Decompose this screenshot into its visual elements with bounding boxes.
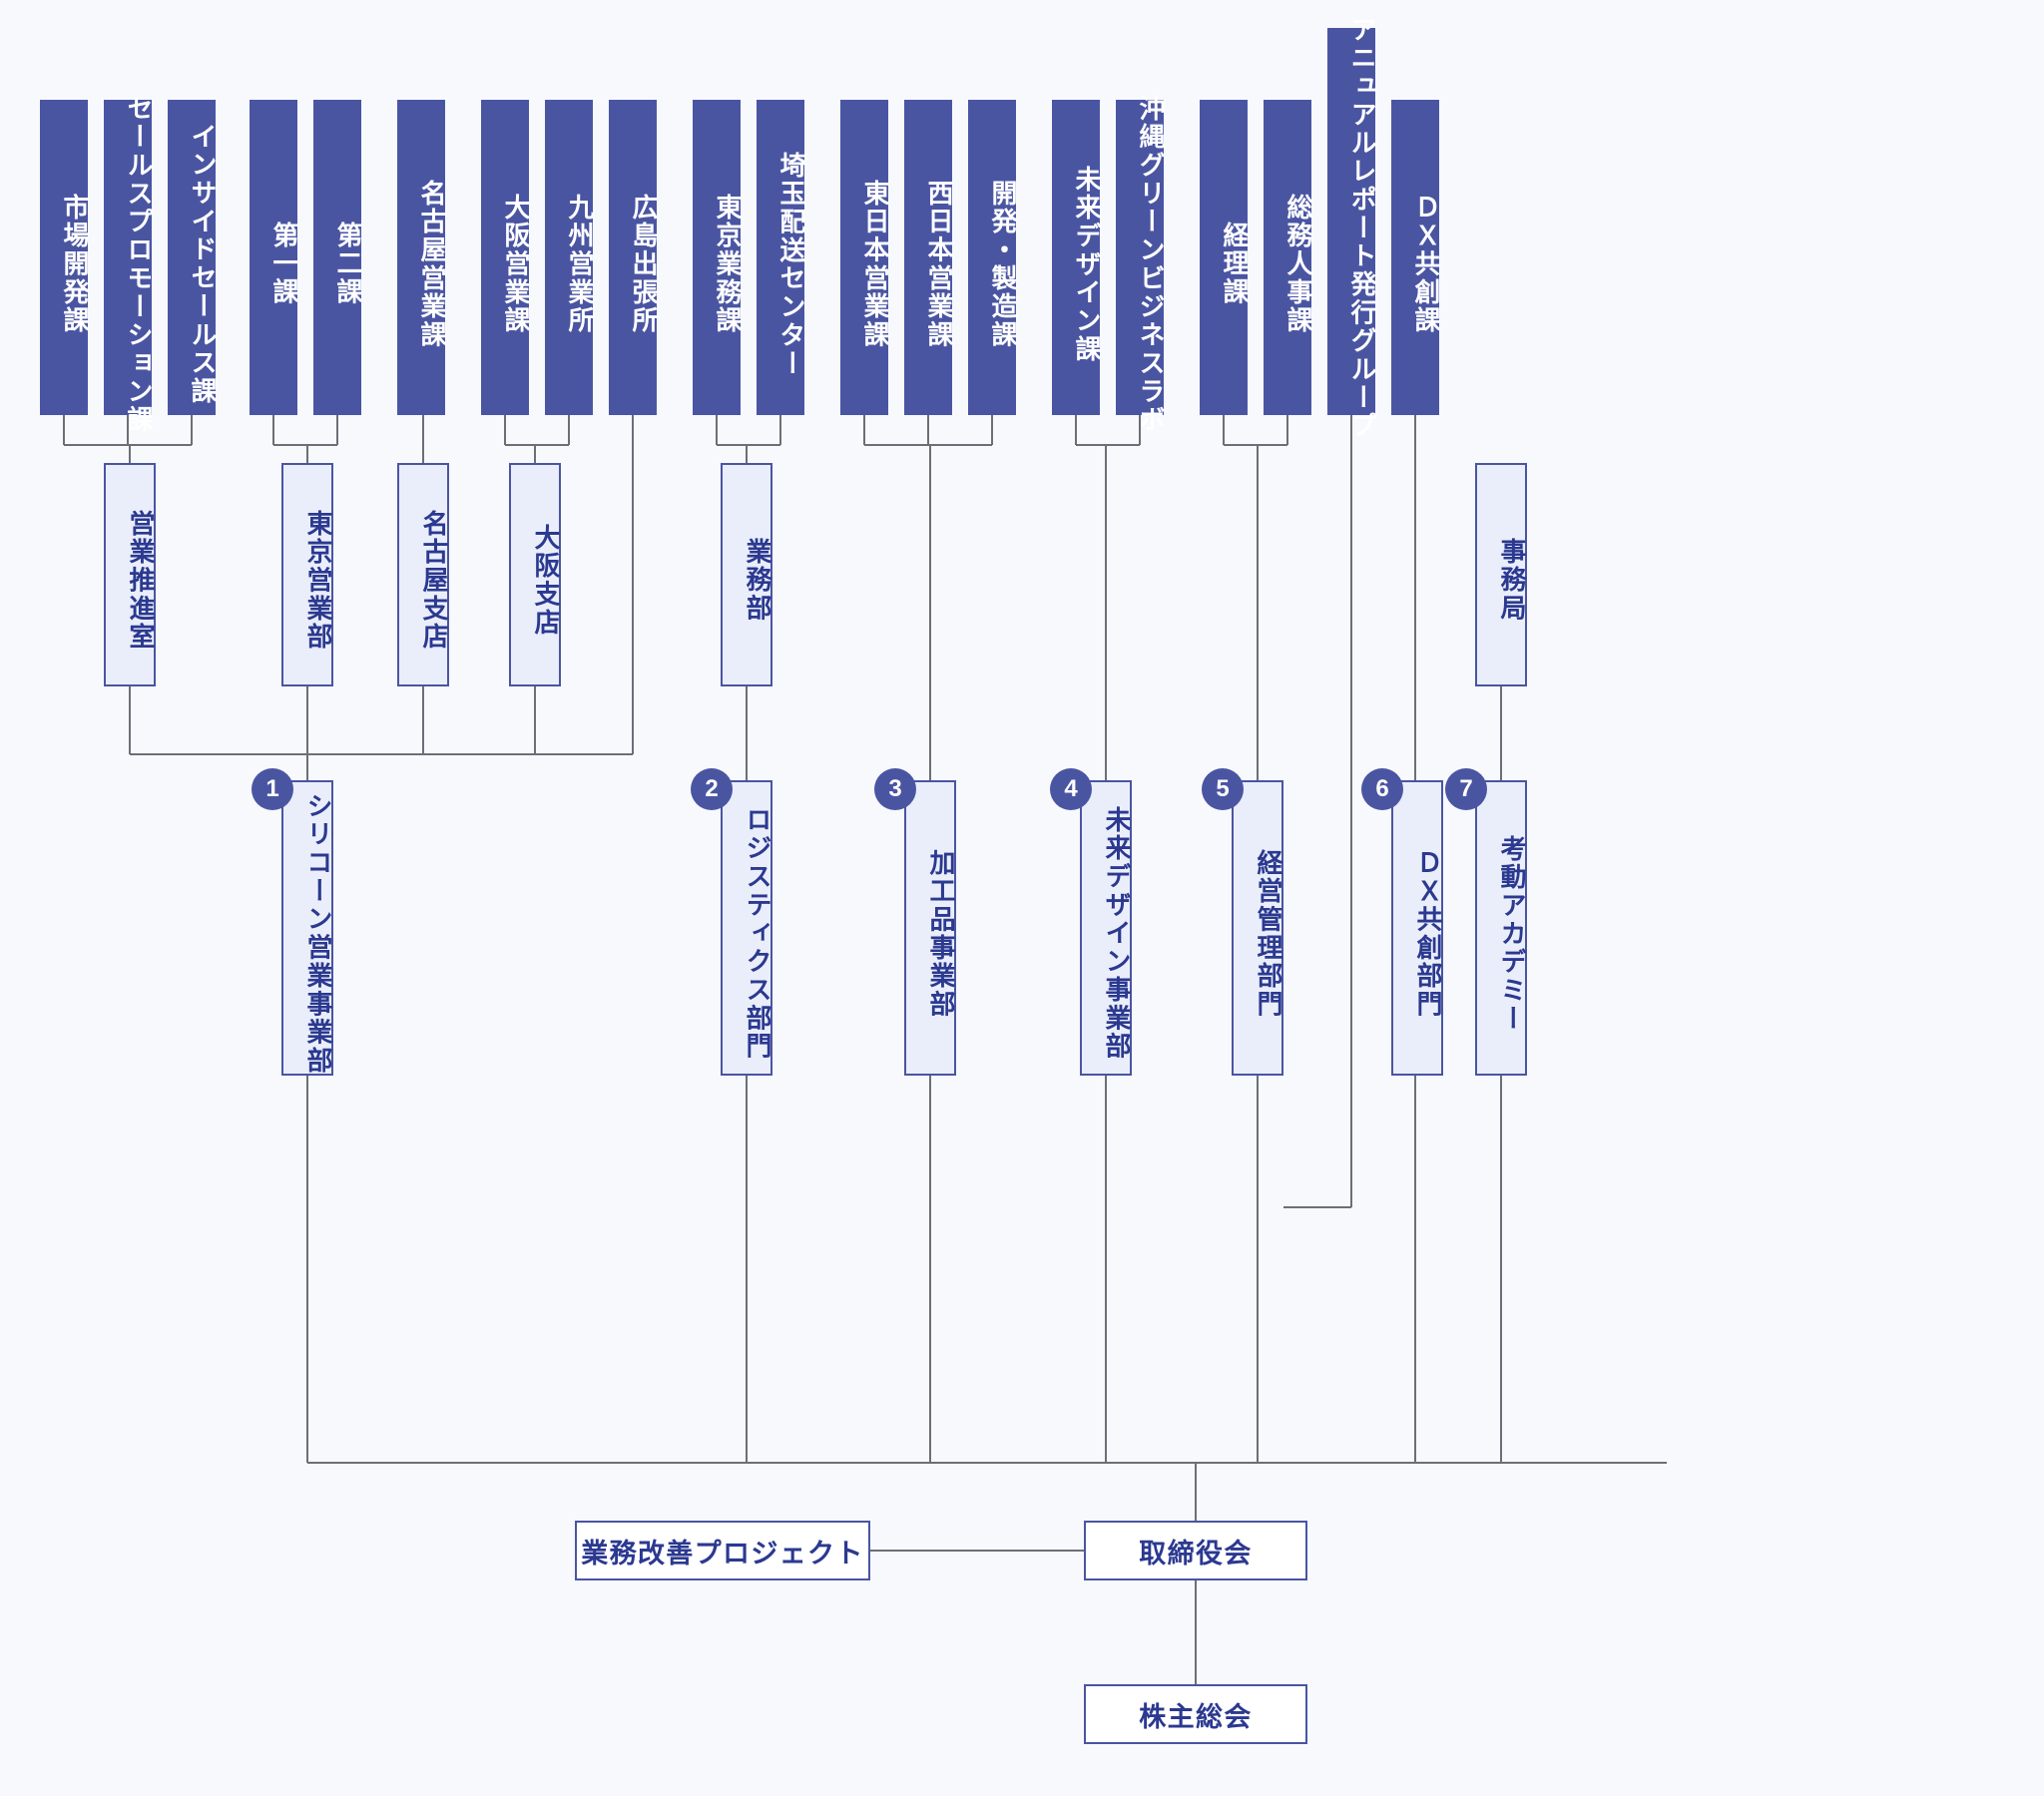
dept-box-level1[interactable]: 西日本営業課 xyxy=(904,100,954,415)
division-badge-7: 7 xyxy=(1445,768,1487,810)
dept-box-level1[interactable]: 開発・製造課 xyxy=(968,100,1018,415)
dept-box-level1[interactable]: 埼玉配送センター xyxy=(757,100,806,415)
division-box[interactable]: シリコーン営業事業部 xyxy=(281,780,333,1076)
dept-box-level1[interactable]: 経理課 xyxy=(1200,100,1250,415)
dept-box-level1[interactable]: 未来デザイン課 xyxy=(1052,100,1102,415)
dept-box-level1[interactable]: 九州営業所 xyxy=(545,100,595,415)
dept-box-level1[interactable]: 東京業務課 xyxy=(693,100,743,415)
dept-box-level1[interactable]: 第二課 xyxy=(313,100,363,415)
dept-box-level1[interactable]: インサイドセールス課 xyxy=(168,100,218,415)
dept-box-level1[interactable]: 広島出張所 xyxy=(609,100,659,415)
division-box[interactable]: ロジスティクス部門 xyxy=(721,780,772,1076)
dept-box-level2[interactable]: 営業推進室 xyxy=(104,463,156,686)
dept-box-level1[interactable]: アニュアルレポート発行グループ xyxy=(1327,16,1377,441)
division-badge-4: 4 xyxy=(1050,768,1092,810)
division-box[interactable]: 未来デザイン事業部 xyxy=(1080,780,1132,1076)
project-box-business-improvement[interactable]: 業務改善プロジェクト xyxy=(575,1521,870,1580)
dept-box-level2[interactable]: 業務部 xyxy=(721,463,772,686)
division-badge-3: 3 xyxy=(874,768,916,810)
division-badge-2: 2 xyxy=(691,768,733,810)
division-badge-1: 1 xyxy=(252,768,293,810)
division-box[interactable]: 加工品事業部 xyxy=(904,780,956,1076)
dept-box-level1[interactable]: 総務人事課 xyxy=(1264,100,1313,415)
division-box[interactable]: 経営管理部門 xyxy=(1232,780,1283,1076)
dept-box-level1[interactable]: 沖縄グリーンビジネスラボ xyxy=(1116,95,1166,434)
dept-box-level2[interactable]: 事務局 xyxy=(1475,463,1527,686)
dept-box-level2[interactable]: 大阪支店 xyxy=(509,463,561,686)
dept-box-level1[interactable]: 東日本営業課 xyxy=(840,100,890,415)
dept-box-level1[interactable]: 第一課 xyxy=(250,100,299,415)
shareholders-meeting-box[interactable]: 株主総会 xyxy=(1084,1684,1307,1744)
dept-box-level2[interactable]: 東京営業部 xyxy=(281,463,333,686)
division-box[interactable]: 考動アカデミー xyxy=(1475,780,1527,1076)
dept-box-level1[interactable]: ＤＸ共創課 xyxy=(1391,100,1441,415)
dept-box-level1[interactable]: 市場開発課 xyxy=(40,100,90,415)
board-of-directors-box[interactable]: 取締役会 xyxy=(1084,1521,1307,1580)
dept-box-level1[interactable]: 大阪営業課 xyxy=(481,100,531,415)
dept-box-level1[interactable]: セールスプロモーション課 xyxy=(104,95,154,434)
dept-box-level2[interactable]: 名古屋支店 xyxy=(397,463,449,686)
dept-box-level1[interactable]: 名古屋営業課 xyxy=(397,100,447,415)
division-badge-6: 6 xyxy=(1361,768,1403,810)
division-badge-5: 5 xyxy=(1202,768,1244,810)
division-box[interactable]: ＤＸ共創部門 xyxy=(1391,780,1443,1076)
